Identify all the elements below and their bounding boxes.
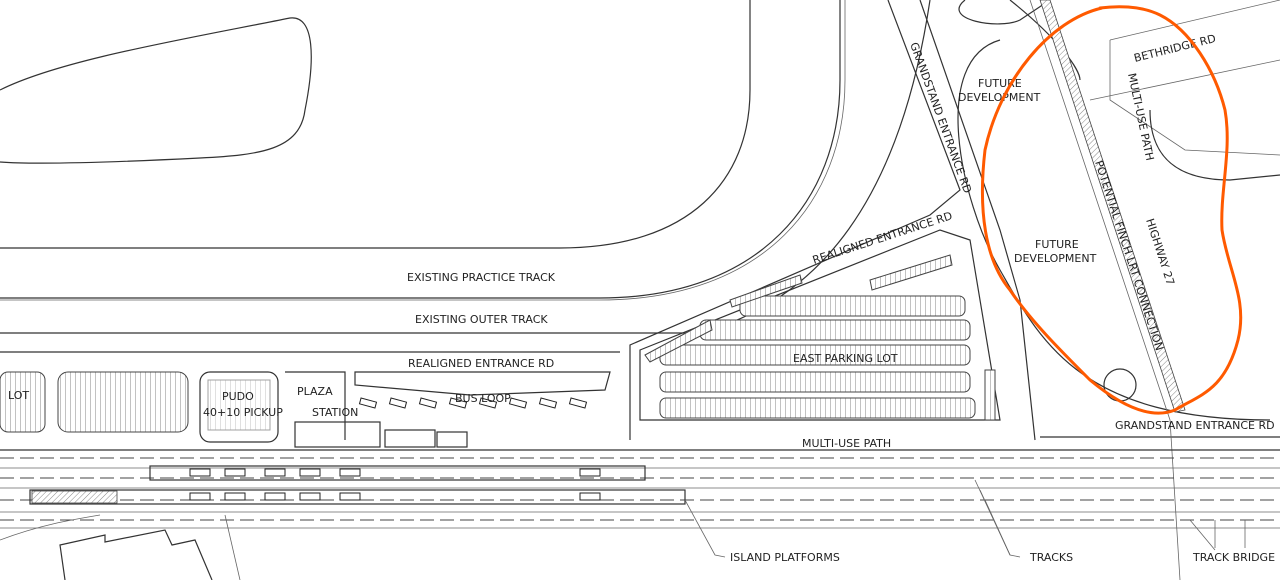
label-practice-track: EXISTING PRACTICE TRACK	[407, 271, 556, 284]
rail-corridor	[0, 449, 1280, 529]
label-west-lot: LOT	[8, 389, 29, 402]
label-outer-track: EXISTING OUTER TRACK	[415, 313, 548, 326]
label-future-dev-1: FUTURE	[978, 77, 1022, 90]
label-station: STATION	[312, 406, 358, 419]
label-plaza: PLAZA	[297, 385, 333, 398]
island-platform-north	[149, 465, 646, 481]
label-multi-use-path-east: MULTI-USE PATH	[1125, 72, 1156, 162]
station-building	[294, 421, 468, 448]
label-realigned-rd-south: REALIGNED ENTRANCE RD	[408, 357, 554, 370]
trains	[189, 468, 601, 501]
pudo-area	[207, 379, 271, 431]
label-highway-27: HIGHWAY 27	[1143, 217, 1177, 287]
label-tracks: TRACKS	[1029, 551, 1073, 564]
label-bus-loop: BUS LOOP	[455, 392, 511, 405]
west-parking-lot	[0, 371, 46, 433]
bus-bays	[358, 397, 588, 409]
label-grandstand-rd-diag: GRANDSTAND ENTRANCE RD	[907, 41, 974, 195]
existing-building	[59, 529, 213, 580]
bus-loop	[354, 371, 611, 396]
annotation-circle	[980, 5, 1243, 415]
label-realigned-rd-north: REALIGNED ENTRANCE RD	[811, 209, 954, 267]
label-future-dev-2b: DEVELOPMENT	[1014, 252, 1097, 265]
finch-lrt-corridor	[1039, 0, 1186, 413]
stormwater-pond	[1103, 368, 1137, 402]
island-platform-south	[29, 489, 686, 505]
existing-practice-track	[0, 0, 846, 301]
label-island-platforms: ISLAND PLATFORMS	[730, 551, 840, 564]
east-parking-lot	[639, 229, 1001, 421]
infield-pond	[0, 17, 312, 164]
grandstand-entrance-rd	[629, 0, 1280, 441]
label-future-dev-2: FUTURE	[1035, 238, 1079, 251]
label-pudo-pickup: 40+10 PICKUP	[203, 406, 283, 419]
label-east-parking-lot: EAST PARKING LOT	[793, 352, 898, 365]
label-grandstand-rd-east: GRANDSTAND ENTRANCE RD	[1115, 419, 1275, 432]
label-pudo: PUDO	[222, 390, 254, 403]
label-future-dev-1b: DEVELOPMENT	[958, 91, 1041, 104]
label-multi-use-path: MULTI-USE PATH	[802, 437, 891, 450]
label-track-bridge: TRACK BRIDGE	[1192, 551, 1275, 564]
